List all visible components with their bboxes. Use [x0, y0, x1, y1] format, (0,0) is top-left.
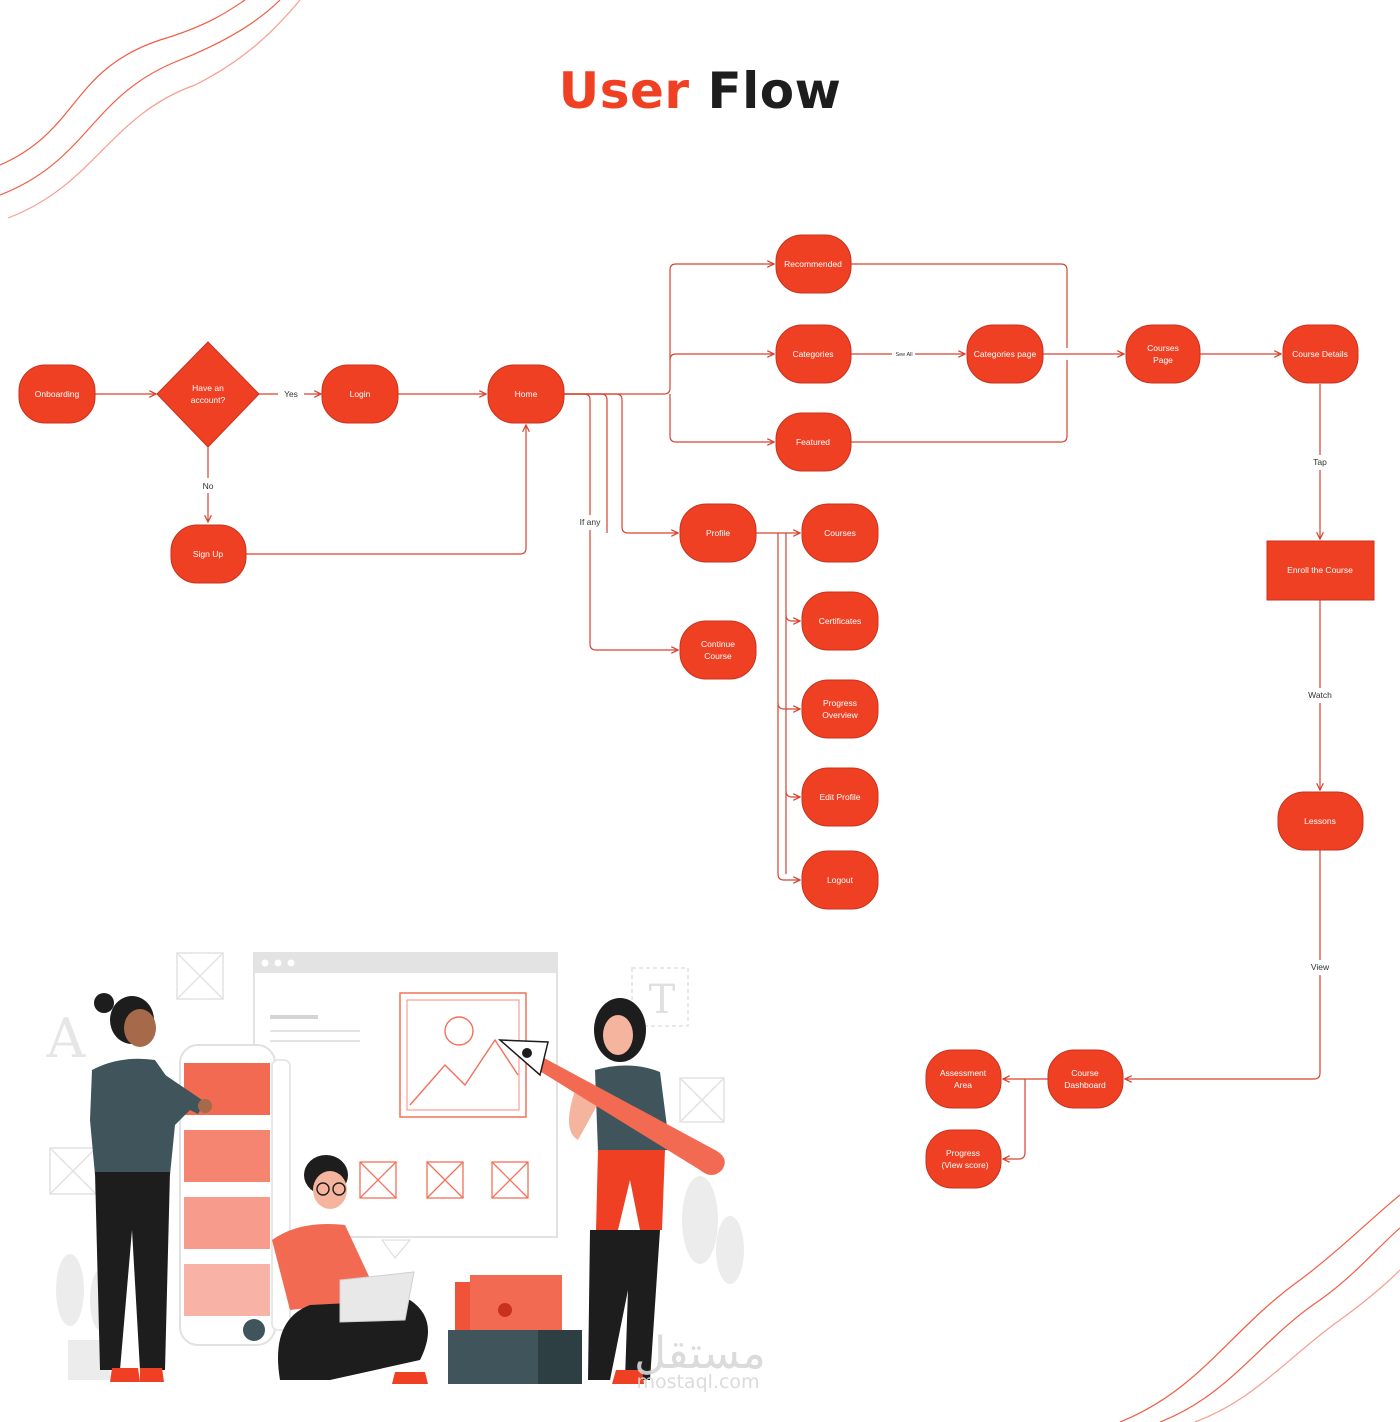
node-courses-page-line2: Page: [1153, 355, 1173, 365]
node-assessment-area-line1: Assessment: [940, 1068, 987, 1078]
edge-lessons-view-dashboard: [1125, 850, 1321, 1079]
placeholder-image-icons: [49, 952, 725, 1195]
node-progress-view-score: Progress (View score): [925, 1129, 1002, 1189]
node-sign-up-label: Sign Up: [193, 549, 224, 559]
node-assessment-area-line2: Area: [954, 1080, 972, 1090]
node-course-details: Course Details: [1282, 324, 1359, 384]
illustration-letter-a: A: [46, 1007, 87, 1070]
node-have-account-decision: Have an account?: [156, 341, 260, 448]
background-plants: [56, 1176, 744, 1380]
title-word-user: User: [558, 62, 690, 120]
edge-profile-to-progress-overview: [777, 702, 800, 709]
node-logout: Logout: [801, 850, 879, 910]
node-recommended: Recommended: [775, 234, 852, 294]
flow-edges: [95, 264, 1320, 1159]
node-categories: Categories: [775, 324, 852, 384]
node-continue-course-line2: Course: [704, 651, 732, 661]
node-continue-course: Continue Course: [679, 620, 757, 680]
node-categories-label: Categories: [792, 349, 833, 359]
node-lessons-label: Lessons: [1304, 816, 1336, 826]
node-course-dashboard: Course Dashboard: [1047, 1049, 1124, 1109]
top-left-decor-curves: [0, 0, 301, 219]
node-certificates-label: Certificates: [819, 616, 862, 626]
node-profile: Profile: [679, 503, 757, 563]
node-continue-course-line1: Continue: [701, 639, 735, 649]
label-see-all: See All: [895, 352, 912, 358]
node-course-dashboard-line1: Course: [1071, 1068, 1099, 1078]
node-lessons: Lessons: [1277, 791, 1364, 851]
page-title: User Flow: [0, 62, 1400, 120]
node-recommended-label: Recommended: [784, 259, 842, 269]
team-design-illustration: A T: [46, 952, 766, 1393]
node-courses-page: Courses Page: [1125, 324, 1201, 384]
node-assessment-area: Assessment Area: [925, 1049, 1002, 1109]
label-tap: Tap: [1313, 457, 1327, 467]
title-word-flow: Flow: [707, 62, 842, 120]
node-progress-overview-line1: Progress: [823, 698, 857, 708]
edge-profile-to-logout: [777, 873, 800, 880]
label-watch: Watch: [1308, 690, 1332, 700]
browser-window-mockup: [253, 952, 558, 1238]
edge-profile-to-certificates: [785, 614, 800, 621]
node-course-details-label: Course Details: [1292, 349, 1348, 359]
edge-recommended-to-merge: [851, 263, 1068, 348]
node-progress-overview: Progress Overview: [801, 679, 879, 739]
node-certificates: Certificates: [801, 591, 879, 651]
edge-signup-to-home: [246, 425, 526, 555]
node-home: Home: [487, 364, 565, 424]
node-progress-score-line1: Progress: [946, 1148, 980, 1158]
node-login: Login: [321, 364, 399, 424]
woman-with-phone-figure: [90, 993, 212, 1382]
edge-home-to-branches: [564, 264, 774, 395]
edge-profile-to-edit-profile: [785, 790, 800, 797]
node-enroll-course: Enroll the Course: [1266, 540, 1375, 601]
edge-featured-to-merge: [851, 360, 1068, 443]
edge-home-side-line: [564, 393, 608, 533]
node-categories-page-label: Categories page: [974, 349, 1037, 359]
node-logout-label: Logout: [827, 875, 854, 885]
node-home-label: Home: [515, 389, 538, 399]
node-have-account-line2: account?: [191, 395, 226, 405]
node-onboarding-label: Onboarding: [35, 389, 80, 399]
node-onboarding: Onboarding: [18, 364, 96, 424]
mostaql-watermark: مستقل mostaql.com: [634, 1328, 766, 1393]
flow-nodes: Onboarding Have an account? Login Home S…: [18, 234, 1375, 1189]
node-profile-label: Profile: [706, 528, 730, 538]
node-courses-page-line1: Courses: [1147, 343, 1179, 353]
label-yes: Yes: [284, 389, 298, 399]
illustration-letter-t: T: [649, 977, 676, 1023]
node-featured-label: Featured: [796, 437, 830, 447]
watermark-arabic: مستقل: [634, 1328, 766, 1379]
bottom-right-decor-curves: [1119, 1194, 1400, 1422]
watermark-latin: mostaql.com: [636, 1371, 759, 1393]
edge-home-to-profile: [564, 393, 678, 533]
color-swatch-phone: [179, 1044, 291, 1346]
edge-dashboard-to-progress: [1003, 1079, 1026, 1159]
node-edit-profile: Edit Profile: [801, 767, 879, 827]
woman-with-pen-figure: [497, 998, 725, 1384]
label-view: View: [1311, 962, 1330, 972]
node-progress-score-line2: (View score): [941, 1160, 988, 1170]
node-login-label: Login: [350, 389, 371, 399]
picture-crate: [448, 1275, 582, 1384]
node-enroll-course-label: Enroll the Course: [1287, 565, 1353, 575]
node-progress-overview-line2: Overview: [822, 710, 858, 720]
edge-labels: Yes No See All If any Tap Watch View: [203, 352, 1333, 972]
edge-home-to-categories: [669, 354, 774, 361]
node-sign-up: Sign Up: [170, 524, 247, 584]
node-course-dashboard-line2: Dashboard: [1064, 1080, 1106, 1090]
man-with-laptop-figure: [272, 1155, 428, 1384]
node-edit-profile-label: Edit Profile: [819, 792, 860, 802]
node-courses-label: Courses: [824, 528, 856, 538]
node-categories-page: Categories page: [966, 324, 1044, 384]
node-courses: Courses: [801, 503, 879, 563]
node-have-account-line1: Have an: [192, 383, 224, 393]
edge-home-to-featured: [669, 394, 774, 442]
label-no: No: [203, 481, 214, 491]
node-featured: Featured: [775, 412, 852, 472]
label-if-any: If any: [580, 517, 602, 527]
